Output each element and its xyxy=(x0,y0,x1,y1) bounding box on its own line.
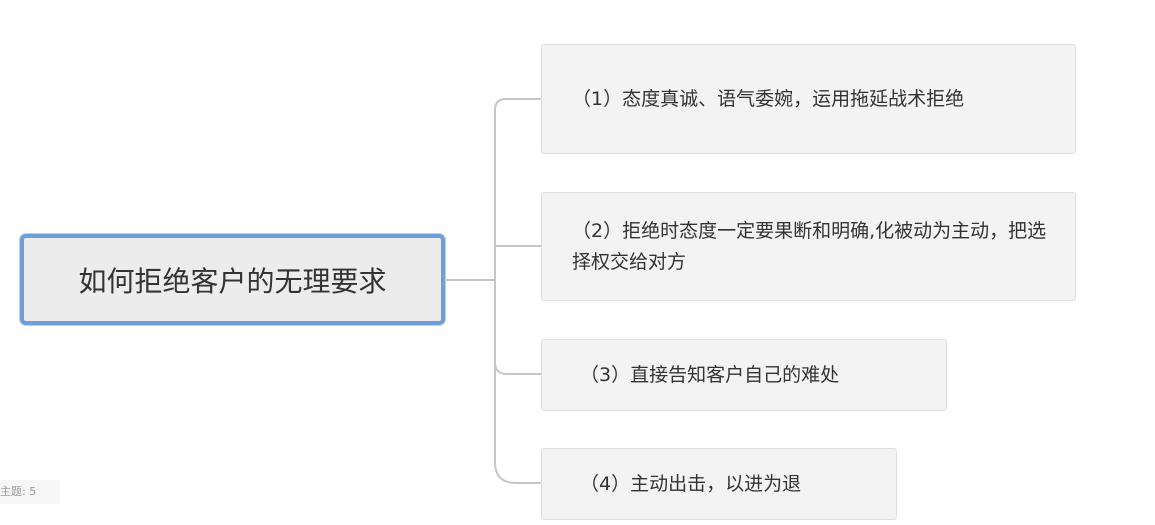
subtopic-label: （1）态度真诚、语气委婉，运用拖延战术拒绝 xyxy=(572,87,965,110)
subtopic-label: （3）直接告知客户自己的难处 xyxy=(580,363,840,386)
connector-branch-3 xyxy=(494,361,541,375)
subtopic-4[interactable]: （4）主动出击，以进为退 xyxy=(541,448,897,520)
central-topic[interactable]: 如何拒绝客户的无理要求 xyxy=(20,234,445,325)
topic-count-label: 主题: 5 xyxy=(0,485,37,498)
subtopic-2[interactable]: （2）拒绝时态度一定要果断和明确,化被动为主动，把选择权交给对方 xyxy=(541,192,1076,301)
central-topic-label: 如何拒绝客户的无理要求 xyxy=(78,264,387,298)
subtopic-3[interactable]: （3）直接告知客户自己的难处 xyxy=(541,339,947,411)
topic-count-badge: 主题: 5 xyxy=(0,480,60,504)
subtopic-label: （4）主动出击，以进为退 xyxy=(580,472,802,495)
subtopic-label: （2）拒绝时态度一定要果断和明确,化被动为主动，把选择权交给对方 xyxy=(572,219,1047,273)
connector-trunk xyxy=(494,98,541,484)
subtopic-1[interactable]: （1）态度真诚、语气委婉，运用拖延战术拒绝 xyxy=(541,44,1076,154)
